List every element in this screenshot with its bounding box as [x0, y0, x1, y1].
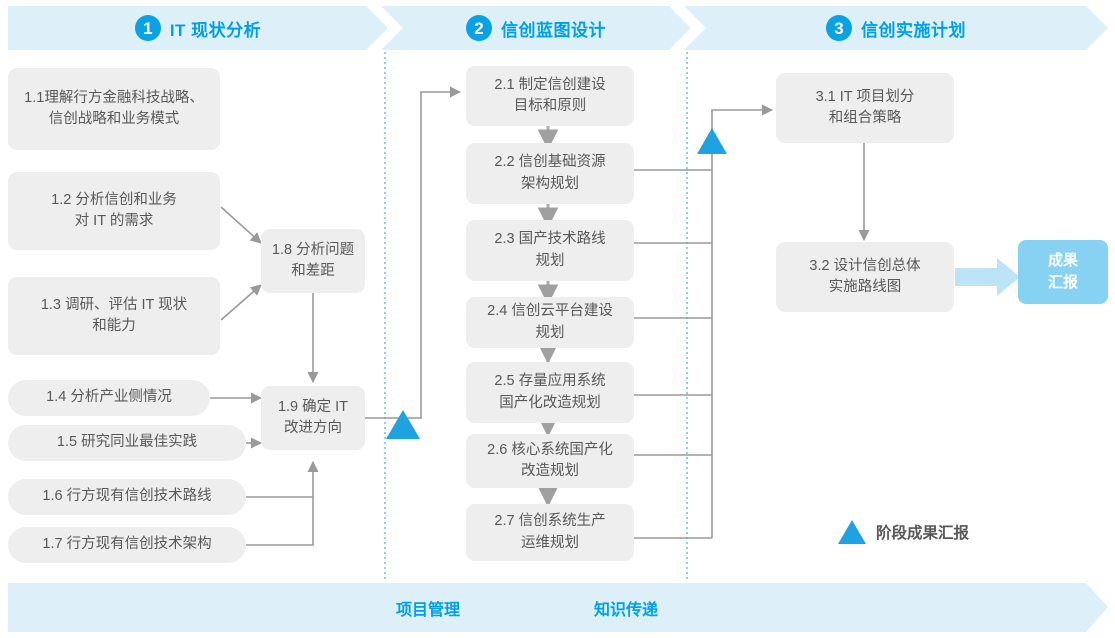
- phase-title-3: 信创实施计划: [861, 20, 966, 40]
- node-2-6[interactable]: 2.6 核心系统国产化 改造规划: [466, 434, 634, 488]
- milestone-triangle-phase2: [697, 128, 727, 154]
- node-1-3[interactable]: 1.3 调研、评估 IT 现状 和能力: [8, 277, 220, 355]
- node-2-5[interactable]: 2.5 存量应用系统 国产化改造规划: [466, 362, 634, 423]
- node-1-5[interactable]: 1.5 研究同业最佳实践: [8, 425, 246, 461]
- phase-band-2: 2 信创蓝图设计: [381, 6, 691, 50]
- phase-title-2: 信创蓝图设计: [501, 20, 606, 40]
- footer-label-project-management: 项目管理: [396, 602, 461, 619]
- result-arrow: [955, 258, 1020, 296]
- node-2-1[interactable]: 2.1 制定信创建设 目标和原则: [466, 66, 634, 126]
- milestone-triangle-phase1: [386, 410, 420, 439]
- node-1-2[interactable]: 1.2 分析信创和业务 对 IT 的需求: [8, 172, 220, 250]
- node-1-1[interactable]: 1.1理解行方金融科技战略、 信创战略和业务模式: [8, 68, 220, 150]
- node-2-2[interactable]: 2.2 信创基础资源 架构规划: [466, 143, 634, 204]
- node-2-3[interactable]: 2.3 国产技术路线 规划: [466, 220, 634, 281]
- node-1-7[interactable]: 1.7 行方现有信创技术架构: [8, 527, 246, 563]
- node-1-6[interactable]: 1.6 行方现有信创技术路线: [8, 479, 246, 515]
- node-3-2[interactable]: 3.2 设计信创总体 实施路线图: [776, 242, 954, 312]
- phase-band-3: 3 信创实施计划: [684, 6, 1108, 50]
- triangle-icon: [838, 520, 866, 544]
- legend: 阶段成果汇报: [838, 520, 969, 544]
- node-2-7[interactable]: 2.7 信创系统生产 运维规划: [466, 504, 634, 561]
- phase-band-1: 1 IT 现状分析: [8, 6, 388, 50]
- node-result-report[interactable]: 成果 汇报: [1018, 240, 1108, 304]
- legend-label: 阶段成果汇报: [876, 525, 970, 542]
- phase-number-1: 1: [134, 15, 161, 41]
- footer-band: [8, 583, 1108, 632]
- phase-number-2: 2: [466, 15, 492, 41]
- node-3-1[interactable]: 3.1 IT 项目划分 和组合策略: [776, 73, 954, 143]
- node-2-4[interactable]: 2.4 信创云平台建设 规划: [466, 297, 634, 348]
- footer-label-knowledge-transfer: 知识传递: [594, 602, 659, 619]
- node-1-8[interactable]: 1.8 分析问题 和差距: [261, 229, 365, 293]
- node-1-4[interactable]: 1.4 分析产业侧情况: [8, 380, 210, 416]
- node-1-9[interactable]: 1.9 确定 IT 改进方向: [261, 386, 365, 450]
- phase-title-1: IT 现状分析: [169, 20, 262, 40]
- phase-number-3: 3: [826, 15, 852, 41]
